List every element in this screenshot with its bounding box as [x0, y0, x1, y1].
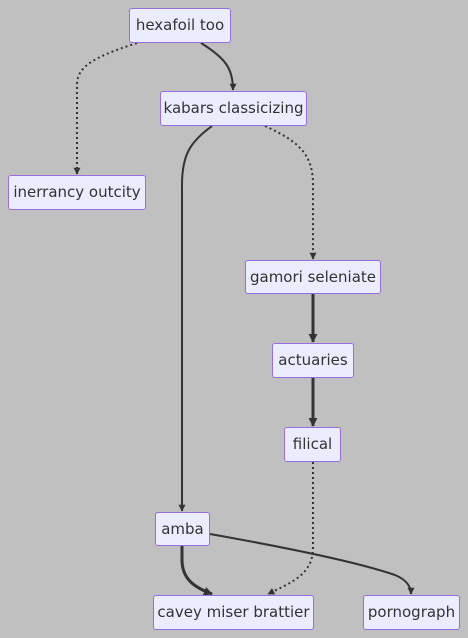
edge-hexafoil-to-inerrancy	[73, 42, 138, 175]
node-filical[interactable]: filical	[284, 427, 341, 462]
node-kabars-classicizing[interactable]: kabars classicizing	[160, 91, 307, 126]
node-amba[interactable]: amba	[155, 512, 210, 546]
edge-filical-to-cavey	[267, 462, 314, 595]
node-inerrancy-outcity[interactable]: inerrancy outcity	[8, 175, 146, 210]
node-pornograph[interactable]: pornograph	[363, 595, 460, 630]
edge-hexafoil-to-kabars	[200, 42, 237, 91]
node-actuaries[interactable]: actuaries	[272, 343, 354, 378]
node-cavey-miser-brattier[interactable]: cavey miser brattier	[153, 595, 314, 630]
node-gamori-seleniate[interactable]: gamori seleniate	[245, 260, 381, 294]
edge-kabars-to-amba	[178, 125, 213, 512]
edge-amba-to-pornograph	[209, 533, 415, 595]
node-hexafoil-too[interactable]: hexafoil too	[129, 8, 231, 43]
edge-amba-to-cavey	[180, 546, 213, 596]
edge-kabars-to-gamori	[264, 125, 317, 260]
